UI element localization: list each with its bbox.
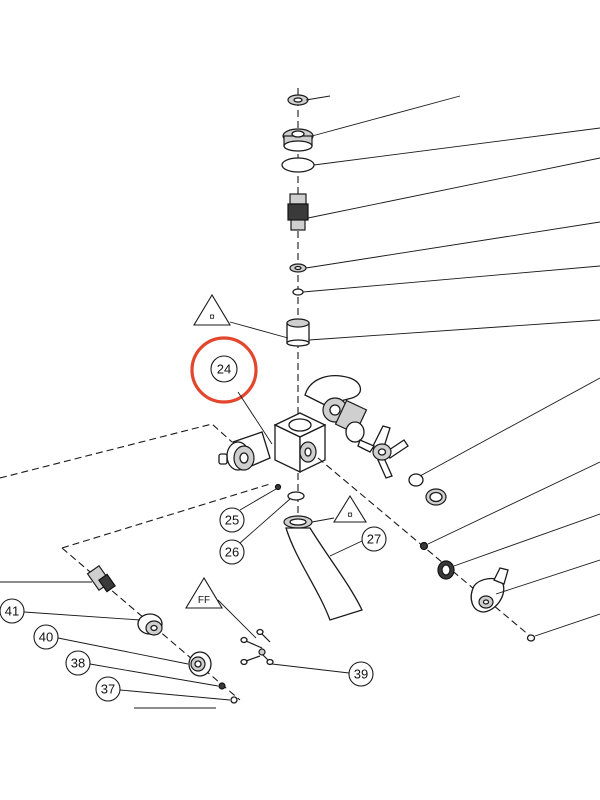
- balloon-24: [210, 355, 238, 383]
- leader-39: [271, 663, 350, 674]
- small-o-ring: [292, 288, 304, 296]
- balloon-25-label: 25: [225, 513, 239, 528]
- balloon-39: [348, 661, 374, 687]
- left-inlet-fitting: [218, 431, 271, 471]
- leader-small-screw: [427, 461, 600, 545]
- leader-right-seal: [453, 513, 600, 567]
- right-seal-ring: [437, 560, 455, 580]
- cross-handle-right: [357, 425, 409, 479]
- triangle-marker-upper: [193, 293, 231, 326]
- leader-lever-handle: [495, 559, 600, 595]
- balloon-38: [65, 650, 91, 676]
- balloon-25: [219, 507, 245, 533]
- small-pins: [240, 628, 274, 666]
- cartridge: [287, 193, 309, 231]
- leader-triangle-spout: [311, 517, 335, 523]
- right-cap: [408, 473, 447, 506]
- washer: [289, 263, 307, 273]
- triangle-marker-upper-label: ¤: [209, 312, 215, 323]
- valve-cartridge-left: [86, 564, 116, 593]
- leader-24: [237, 391, 273, 445]
- diverter-body: [304, 375, 368, 443]
- left-flange: [188, 651, 212, 677]
- leader-right-cap: [419, 377, 600, 477]
- balloon-27-label: 27: [367, 532, 381, 547]
- leader-o-ring: [313, 127, 600, 166]
- leader-end-screw: [534, 613, 600, 637]
- triangle-marker-spout: [333, 494, 367, 523]
- leader-40: [57, 637, 189, 665]
- assembly-line-left-upper: [0, 423, 233, 479]
- balloon-26-label: 26: [225, 545, 239, 560]
- leader-cartridge: [307, 157, 600, 219]
- leader-bonnet: [311, 95, 461, 137]
- leader-triangle-upper: [229, 321, 289, 339]
- end-screw-right: [526, 634, 536, 642]
- left-nut: [137, 613, 163, 636]
- left-washer: [218, 682, 226, 690]
- leader-25: [239, 488, 277, 511]
- spout: [283, 515, 363, 621]
- triangle-marker-spout-label: ¤: [347, 510, 353, 521]
- main-valve-body: [273, 412, 327, 474]
- leader-cap-nut: [305, 95, 331, 101]
- leader-26: [239, 498, 291, 544]
- balloon-38-label: 38: [71, 656, 85, 671]
- balloon-40: [33, 624, 59, 650]
- body-seal: [274, 483, 305, 501]
- balloon-26: [219, 539, 245, 565]
- bonnet: [282, 128, 314, 152]
- balloon-24-label: 24: [217, 362, 231, 377]
- leader-sleeve: [308, 319, 600, 341]
- leader-ff: [217, 599, 257, 639]
- triangle-marker-ff: [185, 576, 223, 609]
- triangle-marker-ff-label: FF: [198, 595, 210, 606]
- highlight-circle: [190, 336, 258, 404]
- o-ring-large: [281, 157, 315, 173]
- sleeve: [286, 318, 310, 347]
- balloon-37-label: 37: [101, 682, 115, 697]
- balloon-41-label: 41: [5, 604, 19, 619]
- balloon-27: [361, 526, 387, 552]
- balloon-40-label: 40: [39, 630, 53, 645]
- balloon-41: [0, 598, 25, 624]
- leader-41: [23, 611, 141, 621]
- lever-handle-right: [470, 567, 509, 613]
- leader-27: [329, 540, 363, 557]
- leader-washer: [305, 221, 600, 269]
- balloon-39-label: 39: [354, 667, 368, 682]
- cap-nut: [287, 94, 309, 106]
- assembly-line-left-lower: [61, 483, 271, 549]
- leader-38: [89, 663, 219, 687]
- balloon-37: [95, 676, 121, 702]
- small-screw-right: [419, 541, 429, 551]
- leader-small-o-ring: [302, 265, 600, 293]
- leader-37: [119, 689, 231, 701]
- left-screw: [230, 696, 238, 704]
